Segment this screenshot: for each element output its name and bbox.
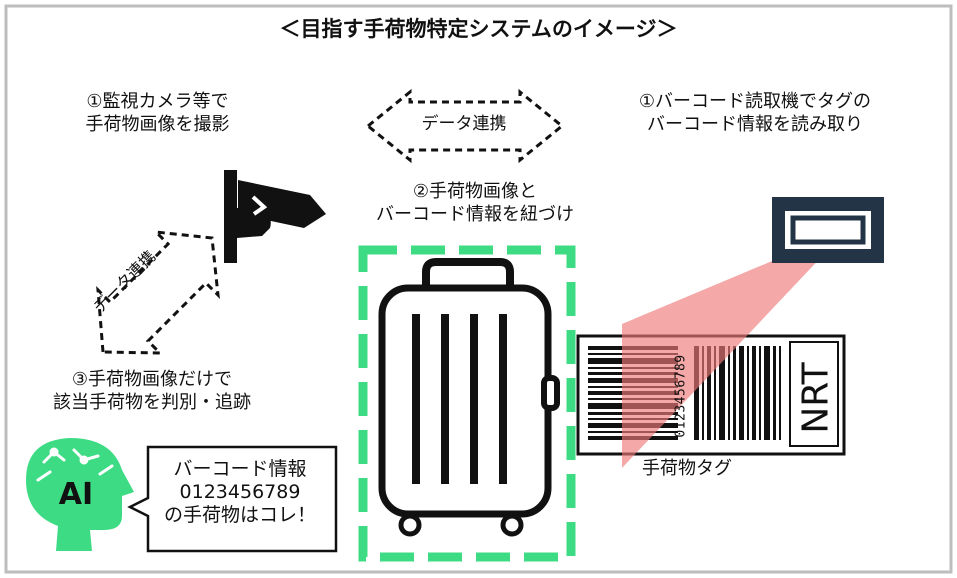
data-link-arrow-top — [365, 88, 565, 164]
step-reader-line: バーコード情報を読み取り — [647, 114, 863, 136]
step-identify-line: ③手荷物画像だけで — [71, 369, 233, 390]
step-camera-line: ①監視カメラ等で — [86, 91, 229, 112]
ai-label: AI — [58, 477, 94, 512]
step-reader-line: ①バーコード読取機でタグの — [638, 91, 872, 112]
step-reader-label: ①バーコード読取機でタグの バーコード情報を読み取り — [590, 90, 920, 137]
data-link-arrow-diagonal — [96, 230, 220, 355]
tag-caption: 手荷物タグ — [642, 458, 732, 479]
ai-head-icon — [26, 438, 134, 551]
data-link-label-top: データ連携 — [421, 114, 507, 134]
tag-airport-code: NRT — [795, 362, 837, 434]
page-title: ＜目指す手荷物特定システムのイメージ＞ — [279, 17, 678, 41]
security-camera-icon — [224, 170, 326, 263]
step-identify-line: 該当手荷物を判別・追跡 — [53, 392, 251, 414]
barcode-number: 0123456789 — [673, 354, 689, 438]
scanner-beam — [622, 240, 826, 468]
step-camera-label: ①監視カメラ等で 手荷物画像を撮影 — [40, 90, 275, 137]
speech-bubble-icon — [127, 445, 338, 553]
step-camera-line: 手荷物画像を撮影 — [85, 114, 230, 136]
ai-bubble-line: バーコード情報 — [173, 458, 307, 480]
step-link-line: バーコード情報を紐づけ — [376, 204, 574, 226]
step-identify-label: ③手荷物画像だけで 該当手荷物を判別・追跡 — [22, 368, 282, 415]
barcode-reader-icon — [772, 197, 884, 263]
ai-bubble-text: バーコード情報 0123456789 の手荷物はコレ！ — [140, 458, 340, 528]
barcode-right — [694, 346, 781, 440]
step-link-line: ②手荷物画像と — [412, 181, 538, 202]
ai-bubble-line: の手荷物はコレ！ — [163, 504, 316, 527]
ai-bubble-line: 0123456789 — [179, 481, 301, 504]
step-link-label: ②手荷物画像と バーコード情報を紐づけ — [330, 180, 620, 227]
suitcase-icon — [378, 258, 560, 537]
link-highlight-box — [358, 245, 576, 562]
